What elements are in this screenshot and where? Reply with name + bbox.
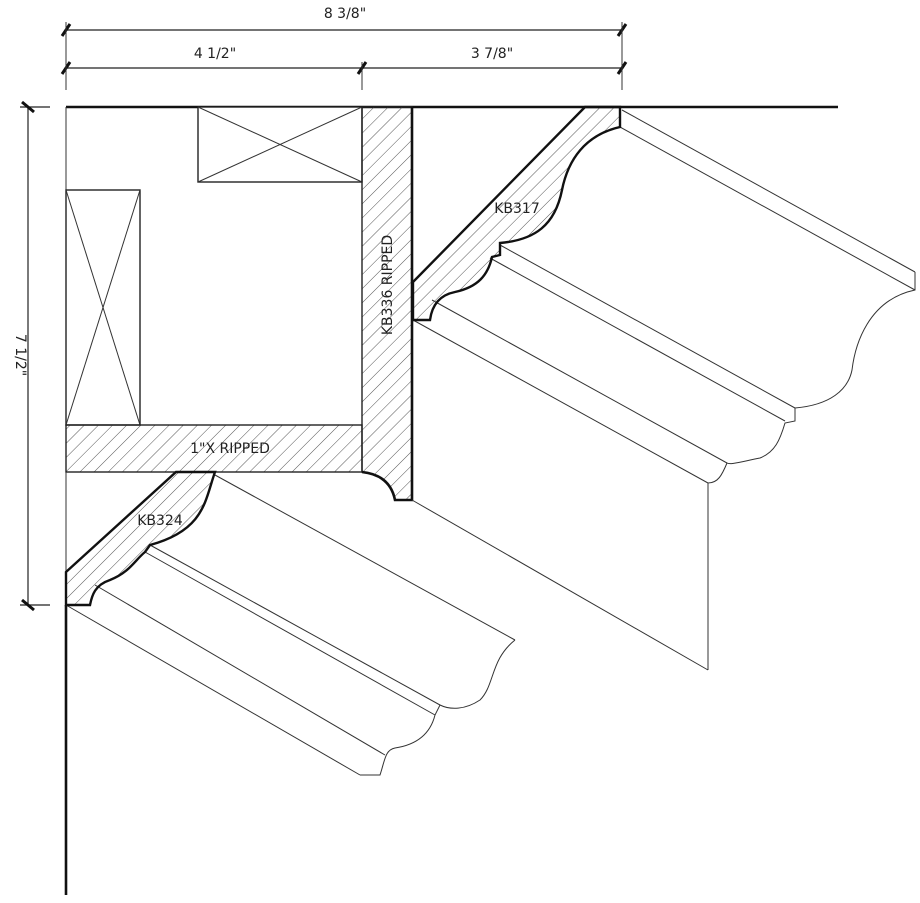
upper-crown-molding: KB317 xyxy=(411,105,916,671)
overall-width-label: 8 3/8" xyxy=(324,6,366,22)
side-nailer-block xyxy=(65,189,141,426)
horizontal-band-label: 1"X RIPPED xyxy=(190,441,270,457)
vertical-ripped-strip: KB336 RIPPED xyxy=(361,106,414,502)
lower-crown-label: KB324 xyxy=(137,513,183,529)
right-width-label: 3 7/8" xyxy=(471,46,513,62)
lower-crown-molding: KB324 xyxy=(64,470,516,776)
height-label: 7 1/2" xyxy=(12,334,28,376)
horizontal-ripped-band: 1"X RIPPED xyxy=(65,424,363,473)
overall-width-dimension: 8 3/8" xyxy=(60,6,628,37)
vertical-strip-label: KB336 RIPPED xyxy=(380,235,396,335)
top-nailer-block xyxy=(197,106,363,183)
segment-width-dimension: 4 1/2" 3 7/8" xyxy=(60,22,628,90)
left-width-label: 4 1/2" xyxy=(194,46,236,62)
upper-crown-label: KB317 xyxy=(494,201,540,217)
height-dimension: 7 1/2" xyxy=(12,100,50,612)
